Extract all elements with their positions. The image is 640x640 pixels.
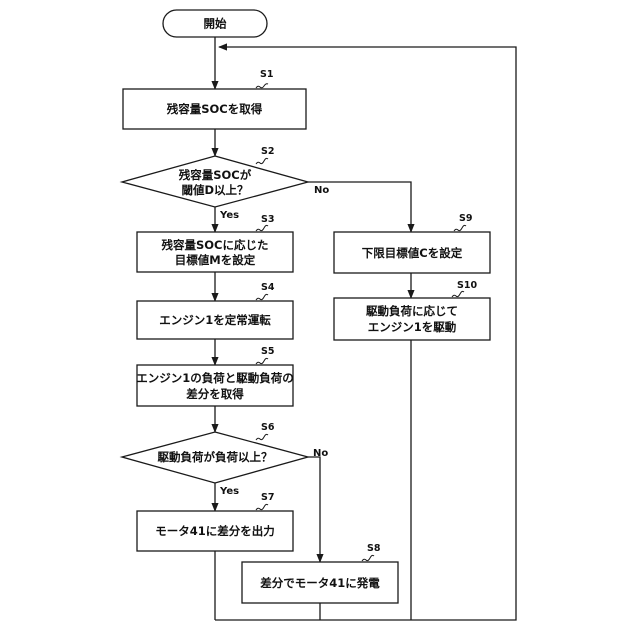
s3-step-label: S3 — [261, 214, 274, 225]
s5-text-line1: エンジン1の負荷と駆動負荷の — [136, 371, 294, 385]
s2-yes-label: Yes — [219, 210, 239, 221]
s3-text-line2: 目標値Mを設定 — [175, 253, 256, 267]
s9-leader — [454, 225, 466, 231]
s7-text-line1: モータ41に差分を出力 — [155, 524, 275, 538]
s3-text-line1: 残容量SOCに応じた — [162, 238, 269, 252]
arrow-s6-to-s8 — [308, 457, 320, 562]
s6-yes-label: Yes — [219, 486, 239, 497]
s2-no-label: No — [314, 185, 329, 196]
s8-leader — [362, 555, 374, 561]
s5-step-label: S5 — [261, 346, 274, 357]
s2-step-label: S2 — [261, 146, 274, 157]
s1-leader — [256, 84, 268, 88]
start-label: 開始 — [204, 17, 227, 31]
s6-step-label: S6 — [261, 422, 275, 433]
s10-text-line1: 駆動負荷に応じて — [366, 304, 458, 318]
s7-step-label: S7 — [261, 492, 274, 503]
s9-text-line1: 下限目標値Cを設定 — [362, 246, 463, 260]
s1-text-line1: 残容量SOCを取得 — [167, 102, 263, 116]
s6-no-label: No — [313, 448, 328, 459]
s5-leader — [256, 358, 268, 364]
s4-leader — [256, 294, 268, 300]
s4-step-label: S4 — [261, 282, 275, 293]
step-s2: 残容量SOCが 閾値D以上？ S2 Yes No — [122, 146, 329, 221]
s2-text-line2: 閾値D以上？ — [181, 183, 248, 197]
s10-leader — [452, 291, 464, 297]
s10-step-label: S10 — [457, 280, 477, 291]
start-terminal: 開始 — [163, 10, 267, 37]
step-s6: 駆動負荷が負荷以上？ S6 Yes No — [122, 422, 328, 497]
s6-text-line1: 駆動負荷が負荷以上？ — [158, 450, 273, 464]
s2-leader — [256, 158, 268, 164]
s2-text-line1: 残容量SOCが — [179, 168, 252, 182]
s8-step-label: S8 — [367, 543, 381, 554]
s9-step-label: S9 — [459, 213, 472, 224]
s5-text-line2: 差分を取得 — [186, 387, 244, 401]
step-s9: 下限目標値Cを設定 S9 — [334, 213, 490, 273]
s8-text-line1: 差分でモータ41に発電 — [260, 576, 380, 590]
s10-text-line2: エンジン1を駆動 — [368, 320, 457, 334]
s6-leader — [256, 434, 268, 440]
step-s10: 駆動負荷に応じて エンジン1を駆動 S10 — [334, 280, 490, 340]
s3-leader — [256, 225, 268, 231]
s7-leader — [256, 504, 268, 510]
s1-step-label: S1 — [260, 69, 273, 80]
s4-text-line1: エンジン1を定常運転 — [159, 313, 271, 327]
